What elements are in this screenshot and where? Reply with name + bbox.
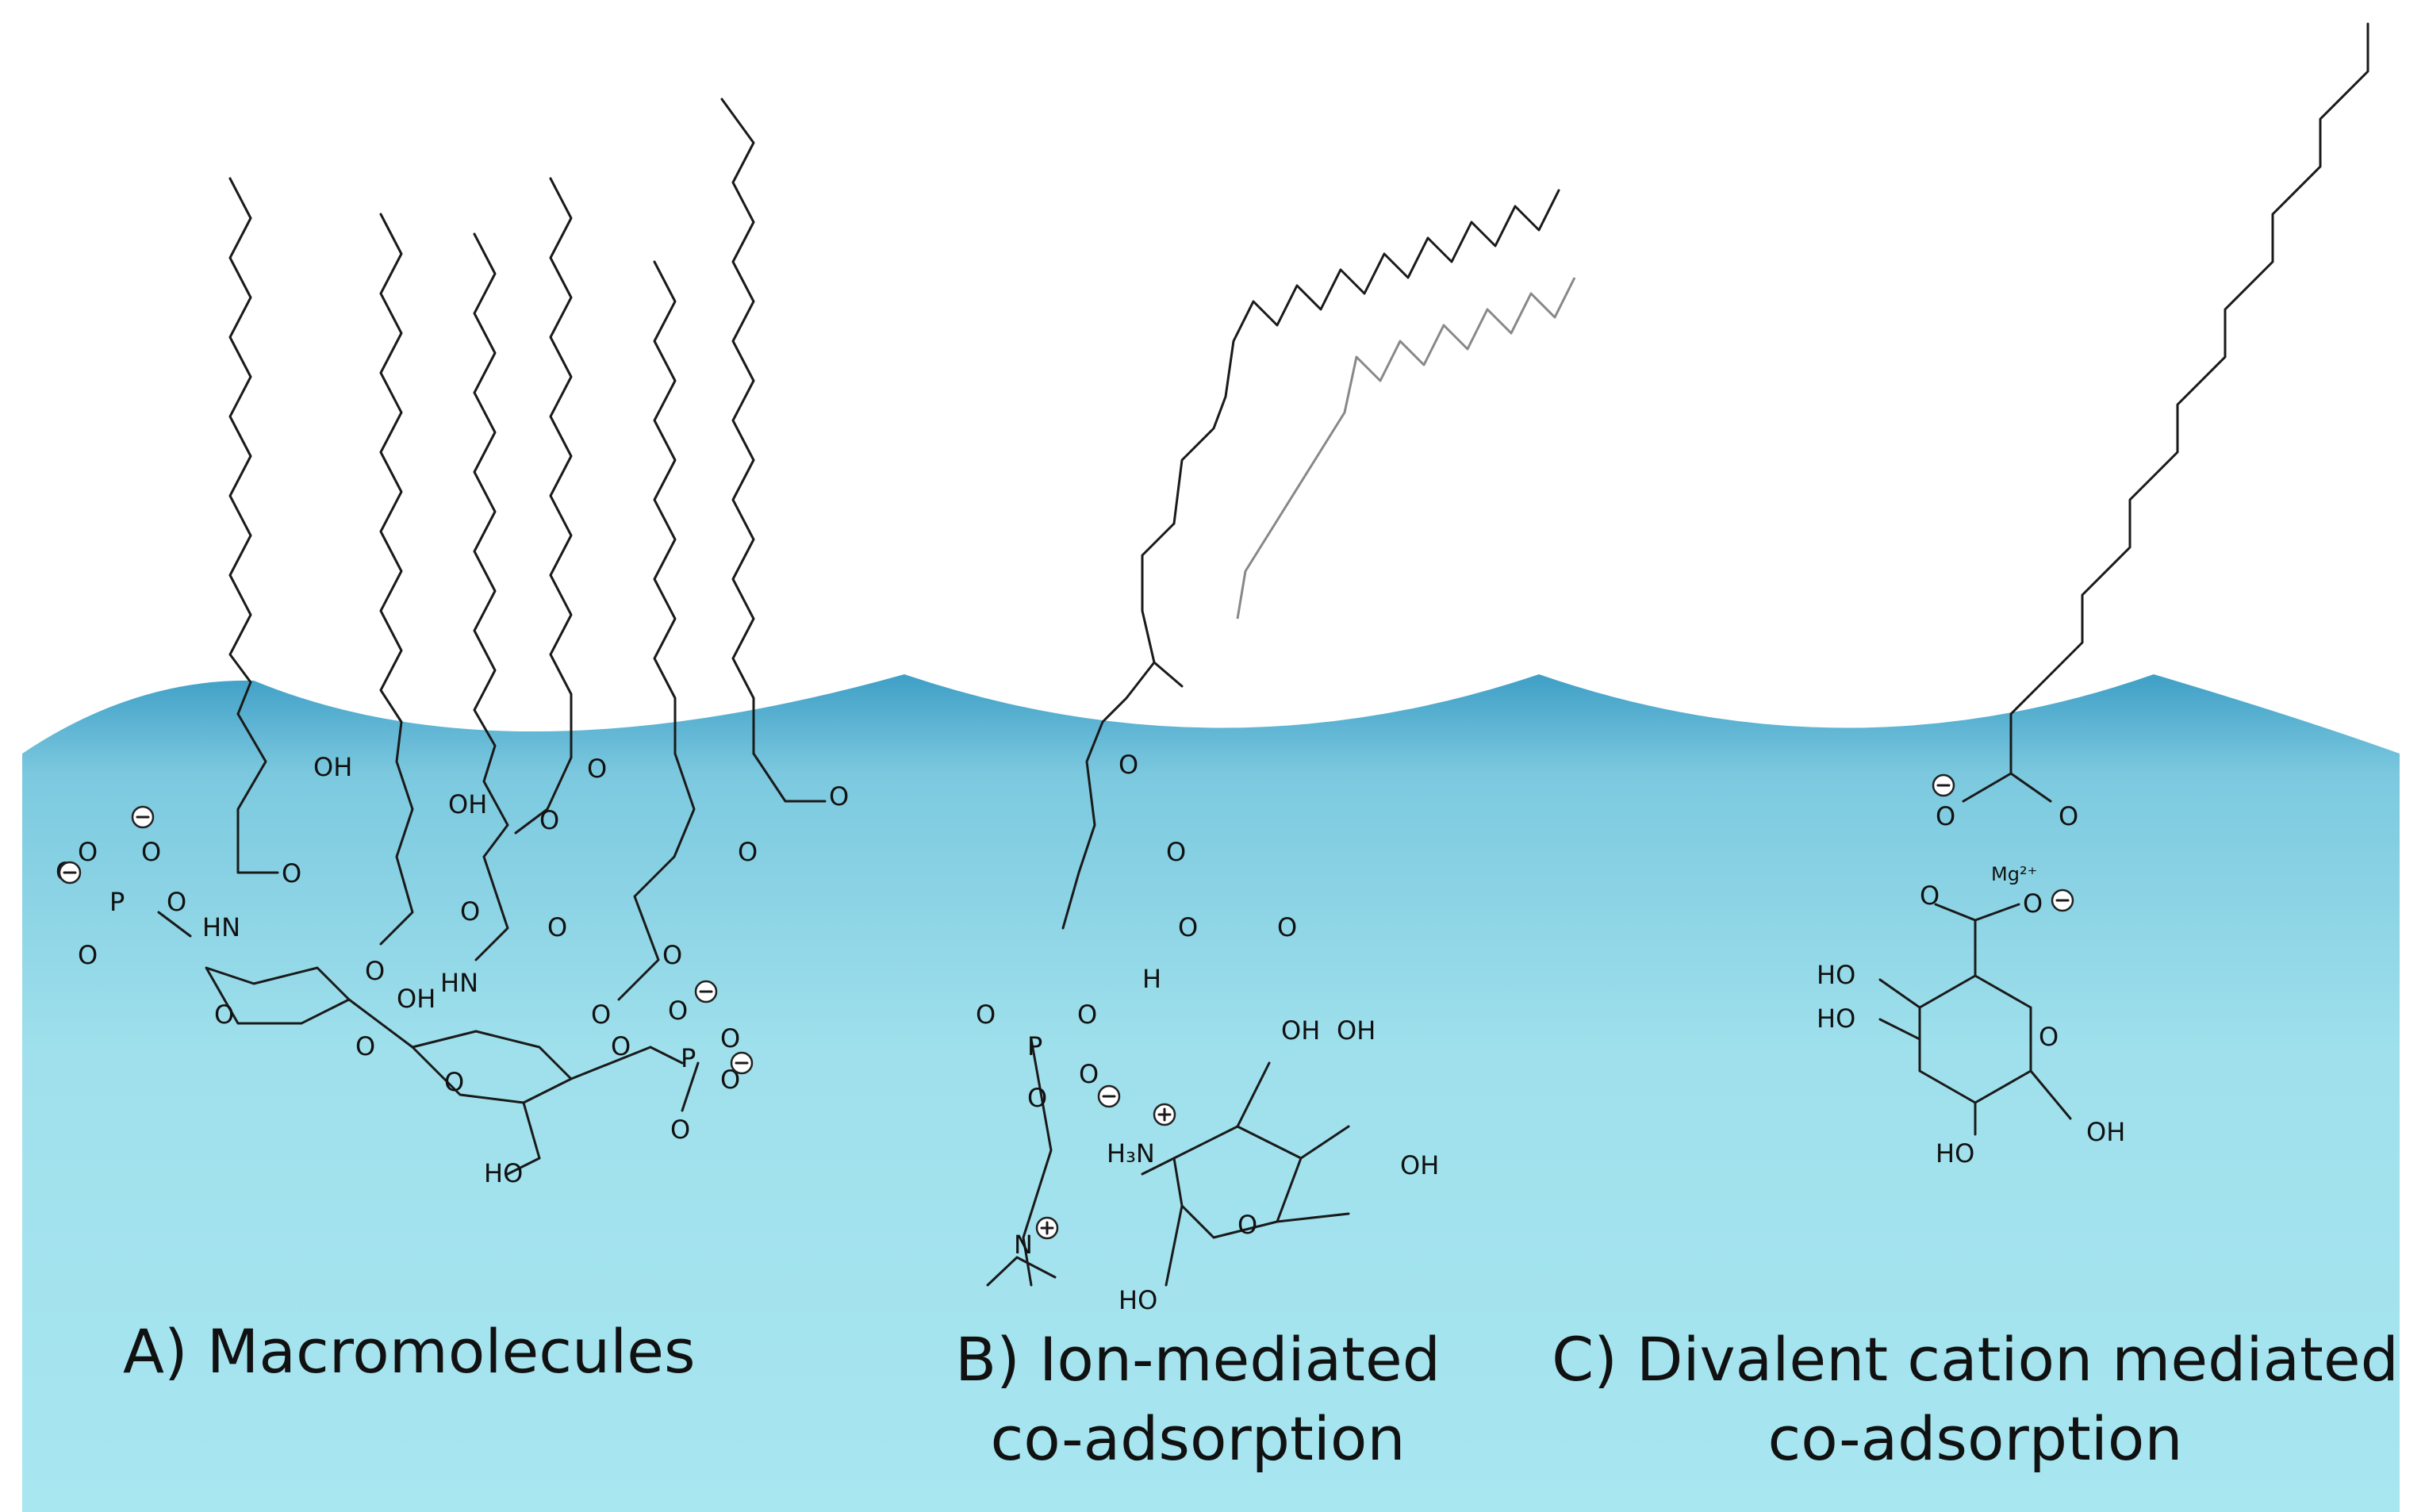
- atom-label: O: [460, 896, 480, 927]
- atom-label: O: [1277, 912, 1297, 942]
- atom-label: O: [2023, 888, 2043, 919]
- atom-label: O: [141, 837, 161, 867]
- atom-label: O: [1166, 837, 1186, 867]
- atom-label: HN: [440, 968, 478, 998]
- atom-label: O: [355, 1031, 375, 1061]
- panel-c-molecule: O O Mg²⁺ O O HO HO O HO OH: [1817, 22, 2369, 1169]
- atom-label: O: [1936, 801, 1955, 831]
- atom-label: Mg²⁺: [1991, 863, 2037, 885]
- atom-label: OH: [2086, 1117, 2125, 1147]
- atom-label: O: [539, 805, 559, 835]
- atom-label: O: [1118, 750, 1138, 780]
- atom-label: N: [1014, 1230, 1033, 1260]
- water-surface: [22, 674, 2400, 1512]
- atom-label: H₃N: [1107, 1138, 1155, 1169]
- panel-b-label-line2: co-adsorption: [990, 1403, 1405, 1474]
- atom-label: P: [1027, 1031, 1042, 1061]
- atom-label: O: [282, 858, 301, 888]
- atom-label: O: [547, 912, 567, 942]
- panel-b-molecule: O O O O H O O P O O N OH OH H₃N O OH HO: [976, 189, 1576, 1315]
- atom-label: O: [1077, 1000, 1097, 1030]
- atom-label: O: [2059, 801, 2078, 831]
- atom-label: O: [720, 1023, 740, 1053]
- atom-label: OH: [1337, 1015, 1376, 1046]
- atom-label: O: [738, 837, 758, 867]
- atom-label: O: [1178, 912, 1198, 942]
- atom-label: O: [662, 940, 682, 970]
- atom-label: O: [611, 1031, 631, 1061]
- atom-label: O: [587, 754, 607, 784]
- atom-label: O: [829, 781, 849, 812]
- atom-label: HN: [202, 912, 240, 942]
- atom-label: O: [668, 996, 688, 1026]
- atom-label: O: [1079, 1059, 1099, 1089]
- atom-label: OH: [397, 984, 436, 1014]
- atom-label: P: [681, 1043, 696, 1073]
- atom-label: O: [78, 940, 98, 970]
- atom-label: O: [444, 1067, 464, 1097]
- atom-label: O: [365, 956, 385, 986]
- atom-label: O: [670, 1115, 690, 1145]
- atom-label: OH: [313, 752, 352, 782]
- atom-label: O: [976, 1000, 996, 1030]
- atom-label: O: [214, 1000, 234, 1030]
- atom-label: O: [1920, 881, 1940, 911]
- atom-label: O: [167, 887, 186, 917]
- atom-label: P: [109, 887, 125, 917]
- atom-label: OH: [1281, 1015, 1320, 1046]
- atom-label: OH: [1400, 1150, 1439, 1180]
- atom-label: O: [2039, 1022, 2059, 1052]
- atom-label: HO: [1817, 1004, 1855, 1034]
- atom-label: OH: [448, 789, 487, 819]
- atom-label: HO: [1817, 960, 1855, 990]
- panel-c-label-line1: C) Divalent cation mediated: [1552, 1324, 2399, 1395]
- atom-label: H: [1142, 964, 1161, 994]
- atom-label: HO: [484, 1158, 523, 1188]
- atom-label: O: [1027, 1083, 1047, 1113]
- atom-label: HO: [1118, 1285, 1157, 1315]
- panel-a-molecule: OH OH O O O O O O O O HN HN OH O O O O O…: [56, 98, 849, 1188]
- atom-label: HO: [1936, 1138, 1974, 1169]
- panel-b-label-line1: B) Ion-mediated: [955, 1324, 1441, 1395]
- atom-label: O: [78, 837, 98, 867]
- panel-a-label: A) Macromolecules: [123, 1316, 696, 1387]
- panel-c-label-line2: co-adsorption: [1767, 1403, 2182, 1474]
- atom-label: O: [591, 1000, 611, 1030]
- atom-label: O: [1237, 1210, 1257, 1240]
